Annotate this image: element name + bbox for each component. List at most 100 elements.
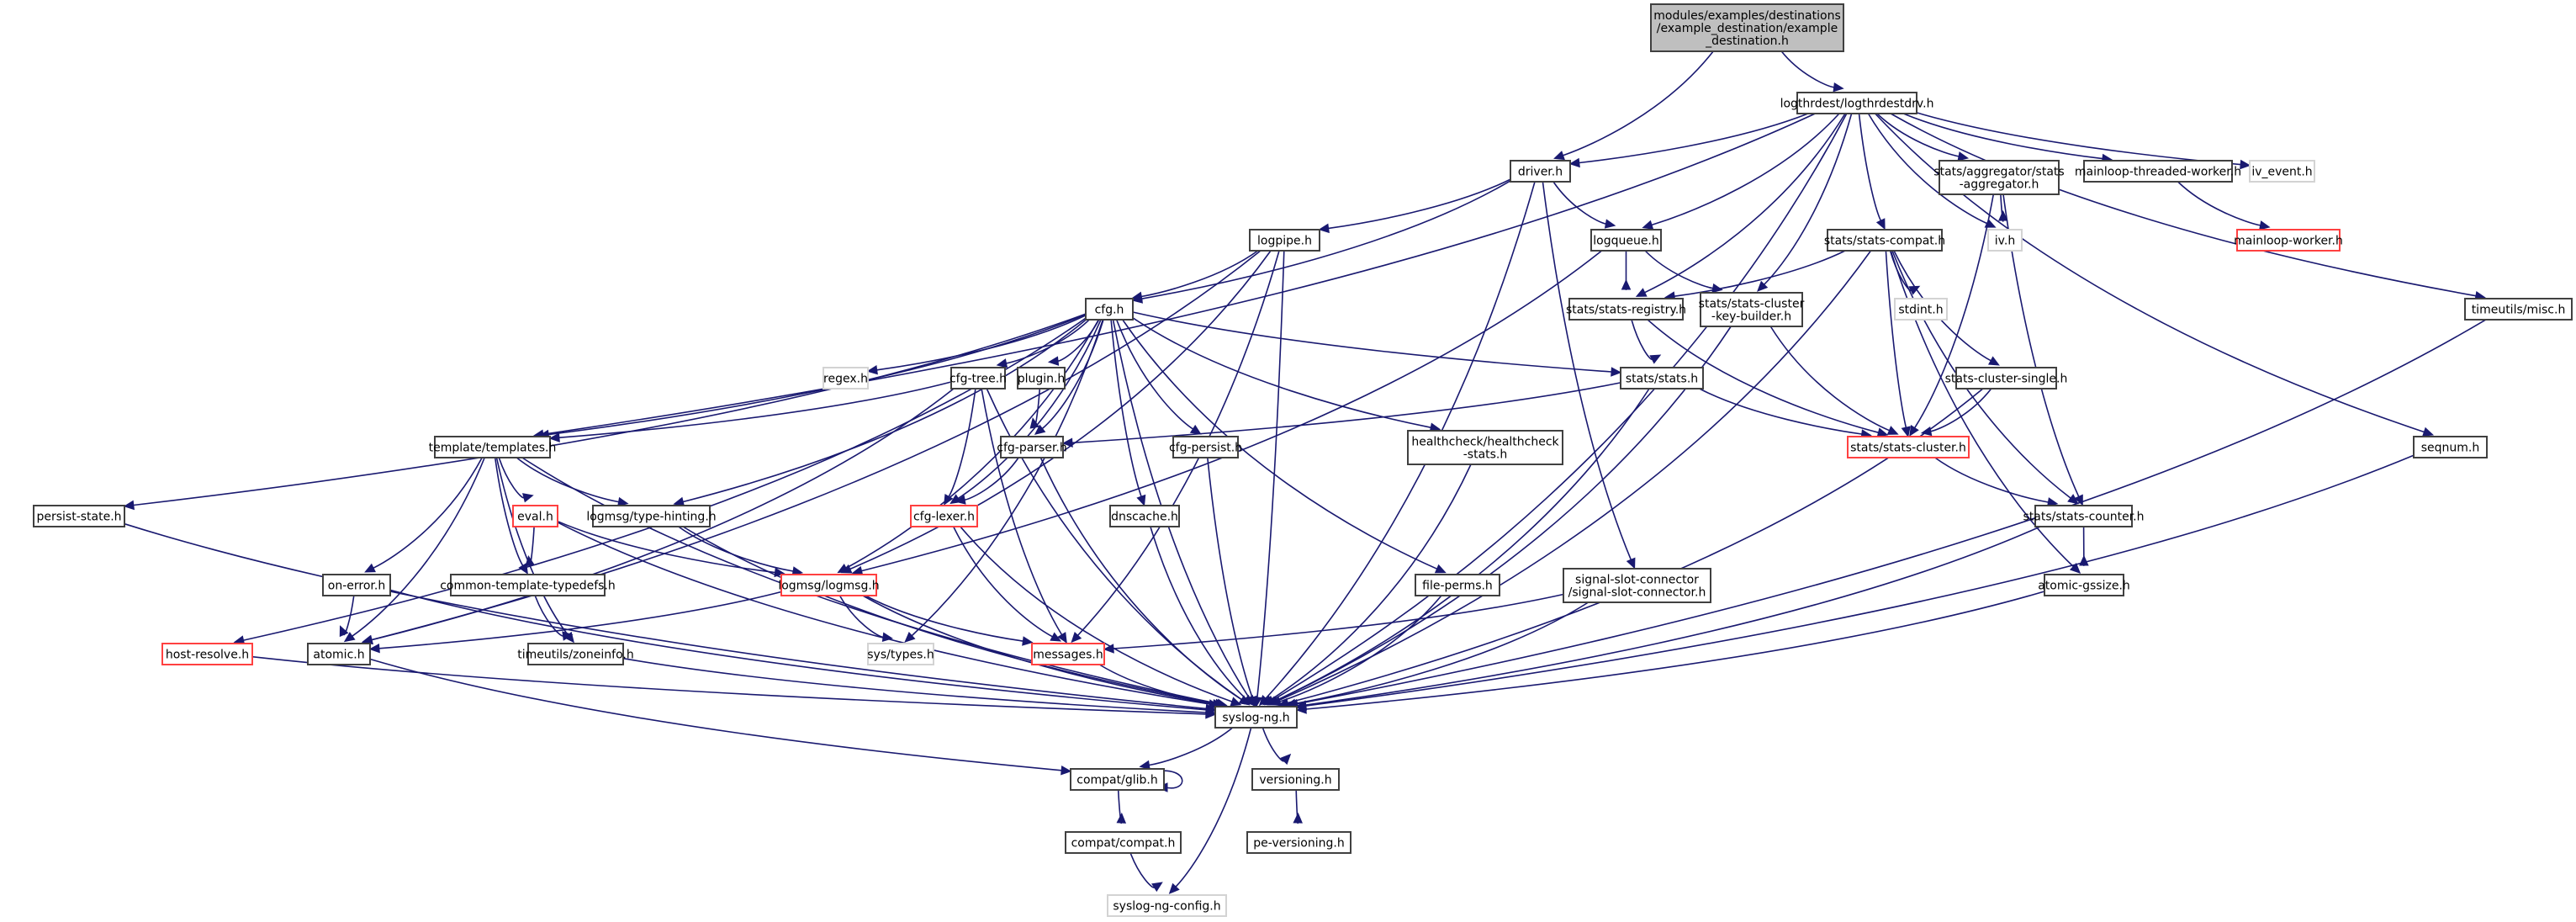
node-box [450,574,606,596]
node-label: template/templates.h [429,442,557,455]
node-type-hinting[interactable]: logmsg/type-hinting.h [586,505,717,527]
edge-cfg-to-sys-types [904,319,1104,643]
node-pe-versioning[interactable]: pe-versioning.h [1246,831,1351,854]
node-host-resolve[interactable]: host-resolve.h [161,643,253,665]
edge-stats-cluster-to-stats-counter [1934,457,2059,507]
node-logthrdestdrv[interactable]: logthrdest/logthrdestdrv.h [1780,92,1934,114]
node-timeutils-zoneinfo[interactable]: timeutils/zoneinfo.h [517,643,634,665]
edge-logthrdestdrv-to-timeutils-misc [1890,113,2486,301]
node-messages[interactable]: messages.h [1031,643,1105,665]
node-sys-types: sys/types.h [867,643,934,665]
node-cfg-parser[interactable]: cfg-parser.h [997,436,1067,458]
edge-plugin-to-cfg-parser [1029,388,1041,429]
node-box [1590,229,1662,252]
node-box [950,367,1006,389]
node-versioning[interactable]: versioning.h [1251,768,1340,791]
node-stats-cluster[interactable]: stats/stats-cluster.h [1847,436,1970,458]
node-file-perms[interactable]: file-perms.h [1415,574,1500,596]
node-stats-cluster-key-builder[interactable]: stats/stats-cluster-key-builder.h [1699,292,1805,327]
node-label: host-resolve.h [166,649,249,662]
edge-compat-compat-to-syslog-ng-config [1129,852,1163,893]
node-box [1109,505,1180,527]
node-box [527,643,624,665]
node-label: -key-builder.h [1711,310,1791,324]
node-stats-registry[interactable]: stats/stats-registry.h [1566,298,1686,321]
edge-cfg-tree-to-cfg-lexer [944,388,976,506]
node-common-template-typedefs[interactable]: common-template-typedefs.h [440,574,616,596]
node-label: on-error.h [328,580,385,593]
node-box [2413,436,2488,458]
node-compat-glib[interactable]: compat/glib.h [1070,768,1165,791]
node-box [2083,160,2233,183]
node-driver[interactable]: driver.h [1510,160,1571,183]
node-root[interactable]: modules/examples/destinations/example_de… [1650,3,1844,52]
edge-logpipe-to-logmsg [840,250,1272,574]
node-stats-stats[interactable]: stats/stats.h [1620,367,1704,389]
node-healthcheck-stats[interactable]: healthcheck/healthcheck-stats.h [1407,430,1563,465]
node-label: healthcheck/healthcheck [1411,436,1559,449]
node-cfg-lexer[interactable]: cfg-lexer.h [910,505,978,527]
edge-logthrdestdrv-to-driver [1568,113,1809,168]
edge-stats-registry-to-stats-cluster [1647,319,1889,437]
node-persist-state[interactable]: persist-state.h [33,505,125,527]
node-label: mainloop-threaded-worker.h [2075,166,2241,179]
node-label: atomic.h [313,649,364,662]
node-box [307,643,371,665]
node-eval[interactable]: eval.h [512,505,558,527]
node-label: mainloop-worker.h [2234,235,2343,248]
node-syslog-ng[interactable]: syslog-ng.h [1214,706,1298,729]
node-label: versioning.h [1259,774,1331,787]
node-box [161,643,253,665]
edge-cfg-to-dnscache [1110,319,1146,506]
node-logmsg[interactable]: logmsg/logmsg.h [778,574,880,596]
edge-logthrdestdrv-to-template-templates [532,113,1816,440]
edge-signal-slot-connector-to-messages [1103,593,1564,654]
edge-stats-registry-to-stats-stats [1631,319,1662,364]
node-stats-aggregator[interactable]: stats/aggregator/stats-aggregator.h [1933,160,2065,195]
node-mainloop-worker[interactable]: mainloop-worker.h [2234,229,2343,252]
node-logqueue[interactable]: logqueue.h [1590,229,1662,252]
node-stats-counter[interactable]: stats/stats-counter.h [2023,505,2145,527]
node-cfg-persist[interactable]: cfg-persist.h [1169,436,1242,458]
node-template-templates[interactable]: template/templates.h [429,436,557,458]
edge-cfg-to-stats-stats [1132,311,1622,377]
node-mainloop-threaded-worker[interactable]: mainloop-threaded-worker.h [2075,160,2241,183]
node-stats-cluster-single[interactable]: stats-cluster-single.h [1945,367,2068,389]
node-label: -stats.h [1463,448,1508,462]
node-timeutils-misc[interactable]: timeutils/misc.h [2464,298,2573,321]
node-compat-compat[interactable]: compat/compat.h [1065,831,1182,854]
node-label: plugin.h [1018,373,1066,386]
node-label: syslog-ng-config.h [1113,900,1220,914]
node-label: syslog-ng.h [1222,712,1289,725]
node-cfg-tree[interactable]: cfg-tree.h [949,367,1007,389]
node-logpipe[interactable]: logpipe.h [1249,229,1320,252]
node-box [1065,831,1182,854]
node-signal-slot-connector[interactable]: signal-slot-connector/signal-slot-connec… [1563,568,1711,603]
node-seqnum[interactable]: seqnum.h [2413,436,2488,458]
node-box [1620,367,1704,389]
node-atomic[interactable]: atomic.h [307,643,371,665]
edge-atomic-to-compat-glib [369,658,1072,776]
edge-versioning-to-pe-versioning [1293,789,1303,824]
node-on-error[interactable]: on-error.h [322,574,391,596]
node-box [910,505,978,527]
edge-logmsg-to-atomic [368,591,782,654]
node-label: -aggregator.h [1960,178,2039,192]
node-box [1251,768,1340,791]
node-plugin[interactable]: plugin.h [1017,367,1066,389]
nodes-layer: modules/examples/destinations/example_de… [33,3,2573,917]
edge-logthrdestdrv-to-mainloop-threaded-worker [1902,113,2113,164]
node-stats-compat[interactable]: stats/stats-compat.h [1824,229,1945,252]
edge-driver-to-logpipe [1318,178,1511,234]
node-dnscache[interactable]: dnscache.h [1109,505,1180,527]
edges-layer [123,50,2487,894]
edge-eval-to-common-template-typedefs [525,526,535,567]
node-label: driver.h [1518,166,1563,179]
node-cfg[interactable]: cfg.h [1085,298,1134,321]
node-box [1847,436,1970,458]
edge-template-templates-to-eval [498,457,534,503]
node-atomic-gssize[interactable]: atomic-gssize.h [2038,574,2130,596]
edge-logqueue-to-stats-registry [1621,251,1632,290]
edge-cfg-persist-to-syslog-ng [1207,457,1257,707]
